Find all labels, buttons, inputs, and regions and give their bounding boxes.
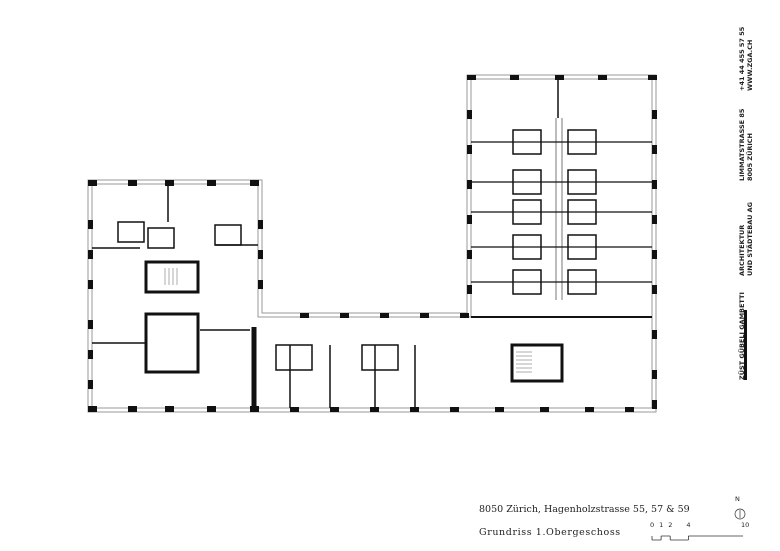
- scale-bar-segment: [660, 535, 671, 540]
- column: [652, 370, 657, 379]
- column: [340, 313, 349, 318]
- apartment-bathrooms: [117, 129, 652, 408]
- scale-bar-segment: [651, 536, 662, 541]
- scale-bar-segment: [669, 536, 689, 541]
- column: [652, 285, 657, 294]
- bathroom: [117, 221, 145, 243]
- firm-logo-bar: [744, 310, 747, 380]
- column: [450, 407, 459, 412]
- column: [88, 220, 93, 229]
- north-arrow-icon: [734, 508, 746, 520]
- column: [88, 250, 93, 259]
- column: [652, 330, 657, 339]
- scale-tick-label: 10: [741, 521, 750, 529]
- bathroom: [147, 227, 175, 249]
- scale-bar: [651, 535, 743, 541]
- column: [88, 380, 93, 389]
- column: [207, 180, 216, 186]
- column: [652, 250, 657, 259]
- column: [467, 110, 472, 119]
- column: [88, 320, 93, 329]
- bathroom: [275, 344, 313, 371]
- column: [652, 180, 657, 189]
- column: [467, 285, 472, 294]
- column: [652, 145, 657, 154]
- scale-tick-label: 1: [659, 521, 664, 529]
- column: [250, 180, 259, 186]
- column: [652, 215, 657, 224]
- bathroom: [361, 344, 399, 371]
- column: [290, 407, 299, 412]
- column: [467, 250, 472, 259]
- column: [258, 220, 263, 229]
- structural-columns: [88, 75, 657, 412]
- column: [380, 313, 389, 318]
- bathroom: [214, 224, 242, 246]
- column: [540, 407, 549, 412]
- column: [598, 75, 607, 80]
- drawing-title: Grundriss 1.Obergeschoss: [479, 527, 621, 538]
- north-label: N: [735, 495, 740, 503]
- column: [258, 250, 263, 259]
- column: [88, 280, 93, 289]
- column: [652, 400, 657, 409]
- scale-bar-segment: [688, 535, 743, 540]
- firm-name: ZÜST GÜBELI GAMBETTI: [738, 292, 746, 380]
- scale-tick-label: 4: [686, 521, 691, 529]
- column: [460, 313, 469, 318]
- column: [330, 407, 339, 412]
- column: [128, 180, 137, 186]
- column: [258, 280, 263, 289]
- elevator-core-left: [144, 312, 200, 374]
- column: [207, 406, 216, 412]
- column: [88, 180, 97, 186]
- scale-tick-label: 2: [668, 521, 673, 529]
- column: [625, 407, 634, 412]
- column: [652, 110, 657, 119]
- column: [165, 180, 174, 186]
- scale-tick-label: 0: [650, 521, 655, 529]
- stair-treads: [164, 268, 532, 373]
- column: [585, 407, 594, 412]
- column: [250, 406, 259, 412]
- column: [555, 75, 564, 80]
- column: [648, 75, 657, 80]
- column: [467, 180, 472, 189]
- column: [410, 407, 419, 412]
- column: [495, 407, 504, 412]
- column: [88, 406, 97, 412]
- column: [467, 75, 476, 80]
- stair-elevator-cores: [144, 260, 564, 383]
- project-address: 8050 Zürich, Hagenholzstrasse 55, 57 & 5…: [479, 504, 690, 515]
- column: [300, 313, 309, 318]
- building-outline: [87, 74, 657, 413]
- column: [467, 145, 472, 154]
- column: [370, 407, 379, 412]
- column: [510, 75, 519, 80]
- column: [165, 406, 174, 412]
- column: [420, 313, 429, 318]
- interior-walls: [92, 79, 652, 408]
- column: [128, 406, 137, 412]
- column: [467, 215, 472, 224]
- stair-core-right: [510, 343, 564, 383]
- stair-core-left: [144, 260, 200, 294]
- column: [88, 350, 93, 359]
